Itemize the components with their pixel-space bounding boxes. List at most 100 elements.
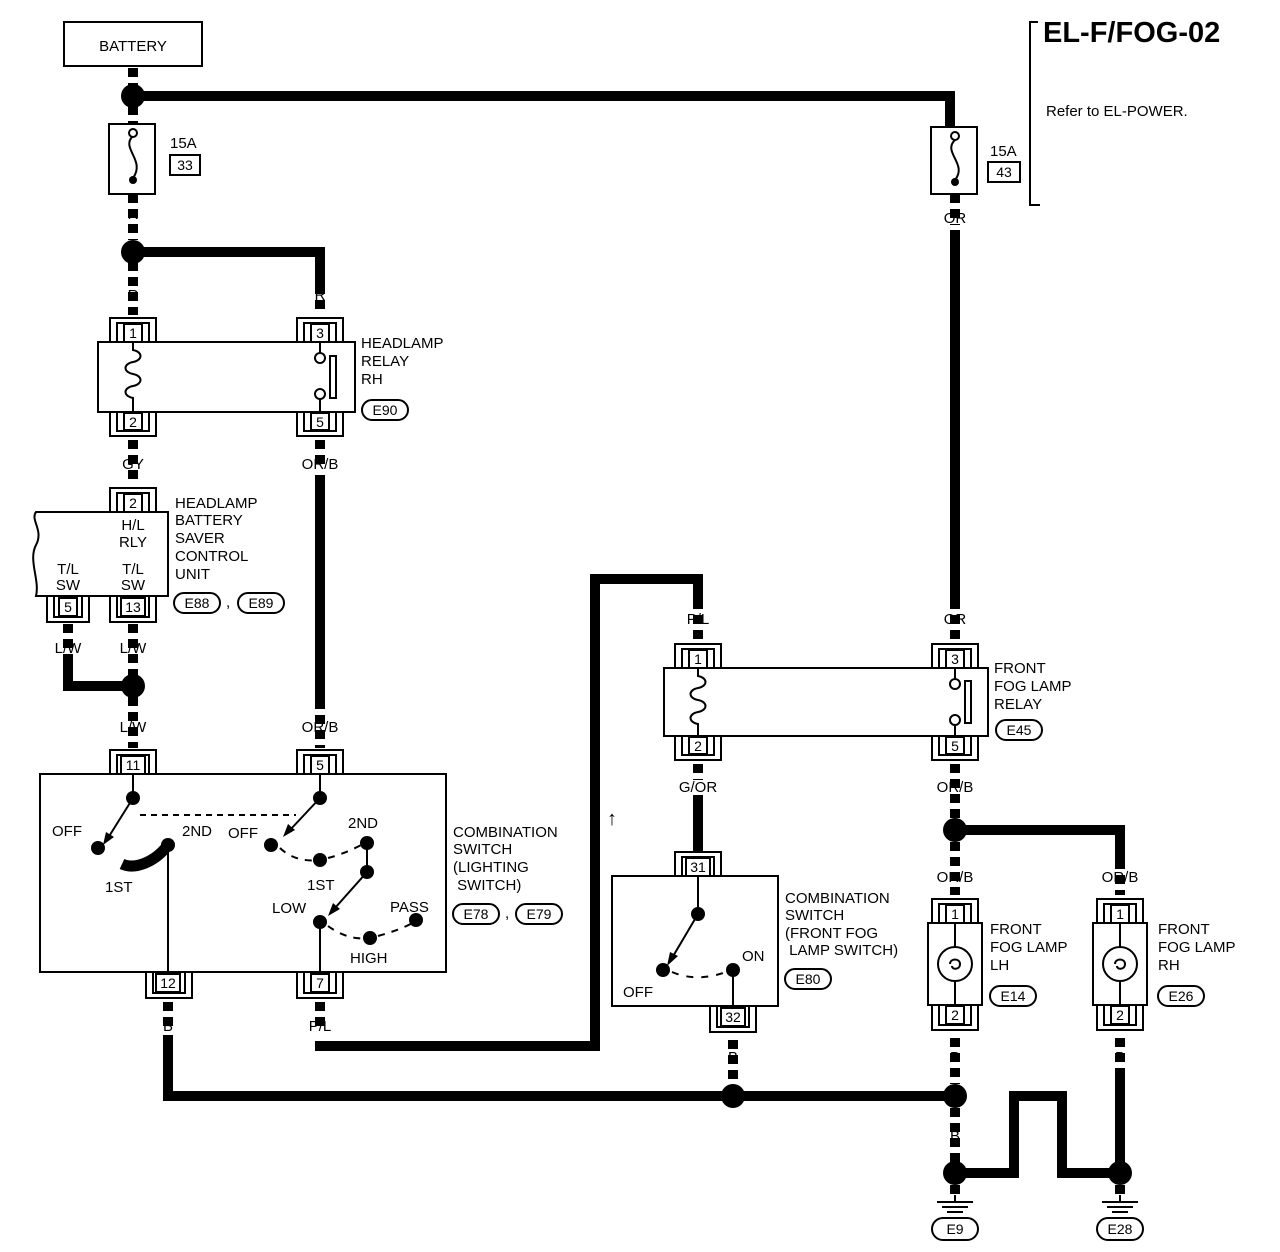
diagram-title: EL-F/FOG-02	[1043, 17, 1220, 49]
fog-rh-connector: E26	[1169, 988, 1194, 1004]
saver-tlb-2: SW	[121, 577, 146, 594]
ground-e9-icon	[937, 1195, 973, 1213]
fuse-43-rating: 15A	[990, 143, 1017, 160]
fog-relay-name-2: FOG LAMP	[994, 678, 1072, 695]
fog-lh-connector: E14	[1001, 988, 1026, 1004]
lighting-pin-12: 12	[160, 975, 176, 991]
saver-pin-5: 5	[64, 599, 72, 615]
saver-tla-2: SW	[56, 577, 81, 594]
lighting-connector-sep: ,	[505, 905, 509, 922]
wire-label-b-1: B	[163, 1018, 173, 1035]
fog-relay-name-3: RELAY	[994, 696, 1042, 713]
fog-relay-pin-5: 5	[951, 738, 959, 754]
fog-lh-name-3: LH	[990, 957, 1009, 974]
fuse-43-number: 43	[996, 164, 1012, 180]
fog-relay-pin-3: 3	[951, 651, 959, 667]
relay-rh-pin-3: 3	[316, 325, 324, 341]
wire-label-gor: G/OR	[679, 779, 718, 796]
wire-label-b-8: B	[1115, 1128, 1125, 1145]
fog-relay-pin-1: 1	[694, 651, 702, 667]
saver-tlb-1: T/L	[122, 561, 144, 578]
saver-name-3: SAVER	[175, 530, 225, 547]
wire-pl	[315, 574, 703, 1051]
saver-connector-1: E88	[185, 595, 210, 611]
fog-relay-coil	[689, 668, 707, 736]
splice-b-switch	[721, 1084, 745, 1108]
lighting-off-1: OFF	[52, 823, 82, 840]
saver-hl-1: H/L	[121, 517, 144, 534]
saver-connector-2: E89	[249, 595, 274, 611]
lighting-name-3: (LIGHTING	[453, 859, 529, 876]
lighting-connector-1: E78	[464, 906, 489, 922]
lighting-pin-11: 11	[126, 757, 141, 773]
saver-pin-2: 2	[129, 495, 137, 511]
fog-relay-pin-2: 2	[694, 738, 702, 754]
wire-label-b-2: B	[728, 1049, 738, 1066]
wire-label-or-1: OR	[944, 210, 967, 227]
ground-e28-icon	[1102, 1195, 1138, 1213]
fog-relay-connector: E45	[1007, 722, 1032, 738]
power-note: Refer to EL-POWER.	[1046, 103, 1188, 120]
ground-e9: E9	[931, 1195, 979, 1241]
lighting-name-2: SWITCH	[453, 841, 512, 858]
fog-lh-pin-2: 2	[951, 1007, 959, 1023]
fog-switch-connector: E80	[796, 971, 821, 987]
wire-label-orb-1: OR/B	[302, 456, 339, 473]
lighting-name-4: SWITCH)	[453, 877, 521, 894]
lighting-low: LOW	[272, 900, 307, 917]
wire-label-r-1: R	[128, 206, 139, 223]
ground-e28-label: E28	[1108, 1221, 1133, 1237]
wire-label-lw-2: L/W	[120, 640, 148, 657]
fog-rh-name-1: FRONT	[1158, 921, 1210, 938]
wire-battery-right	[140, 91, 955, 130]
fog-switch-name-2: SWITCH	[785, 907, 844, 924]
fog-rh-pin-2: 2	[1116, 1007, 1124, 1023]
wire-label-b-6: B	[1009, 1128, 1019, 1145]
lighting-pin-7: 7	[316, 975, 324, 991]
splice-orb	[943, 818, 967, 842]
saver-connector-sep: ,	[226, 594, 230, 611]
fog-switch-on: ON	[742, 948, 765, 965]
ground-e28: E28	[1096, 1195, 1144, 1241]
relay-rh-name-2: RELAY	[361, 353, 409, 370]
lighting-2nd-1: 2ND	[182, 823, 212, 840]
lighting-1st-2: 1ST	[307, 877, 335, 894]
wire-r-splice-right	[140, 247, 325, 290]
wire-orb-rh	[962, 825, 1125, 865]
headlamp-relay: 1 3 2 5 HEADLAMP RELAY RH E90	[97, 317, 444, 437]
wire-label-orb-5: OR/B	[1102, 869, 1139, 886]
splice-r	[121, 240, 145, 264]
relay-rh-pin-2: 2	[129, 414, 137, 430]
lighting-connector-2: E79	[527, 906, 552, 922]
fog-switch-name-4: LAMP SWITCH)	[785, 942, 898, 959]
fog-relay: 1 3 2 5 FRONT FOG LAMP RELAY E45	[663, 643, 1072, 761]
fog-switch-pin-32: 32	[725, 1009, 741, 1025]
title-bracket	[1029, 21, 1040, 206]
splice-b-lamp	[943, 1084, 967, 1108]
wire-lw-join	[63, 660, 127, 691]
wires	[63, 68, 1125, 1195]
saver-pin-13: 13	[125, 599, 141, 615]
wire-label-b-4: B	[1115, 1049, 1125, 1066]
lighting-switch: 11 5 12 7 OFF 2ND 1ST	[39, 749, 563, 999]
splices	[121, 84, 1132, 1185]
lighting-name-1: COMBINATION	[453, 824, 558, 841]
fog-lamp-rh: 1 2 FRONT FOG LAMP RH E26	[1092, 898, 1236, 1031]
lighting-pin-5: 5	[316, 757, 324, 773]
lighting-off-2: OFF	[228, 825, 258, 842]
fuse-33-number: 33	[177, 157, 193, 173]
fog-switch-name-3: (FRONT FOG	[785, 925, 878, 942]
saver-name-4: CONTROL	[175, 548, 248, 565]
relay-rh-name-3: RH	[361, 371, 383, 388]
wire-label-or-2: OR	[944, 611, 967, 628]
up-arrow-icon: ↑	[607, 808, 617, 830]
relay-rh-connector: E90	[373, 402, 398, 418]
relay-rh-coil	[124, 342, 142, 412]
wire-label-r-3: R	[315, 287, 326, 304]
relay-rh-pin-1: 1	[129, 325, 137, 341]
fog-switch-pin-31: 31	[690, 859, 706, 875]
fog-lh-pin-1: 1	[951, 906, 959, 922]
wire-label-orb-2: OR/B	[302, 719, 339, 736]
wire-labels: R R R OR OR GY OR/B OR/B L/W L/W L/W B P…	[55, 206, 1139, 1145]
